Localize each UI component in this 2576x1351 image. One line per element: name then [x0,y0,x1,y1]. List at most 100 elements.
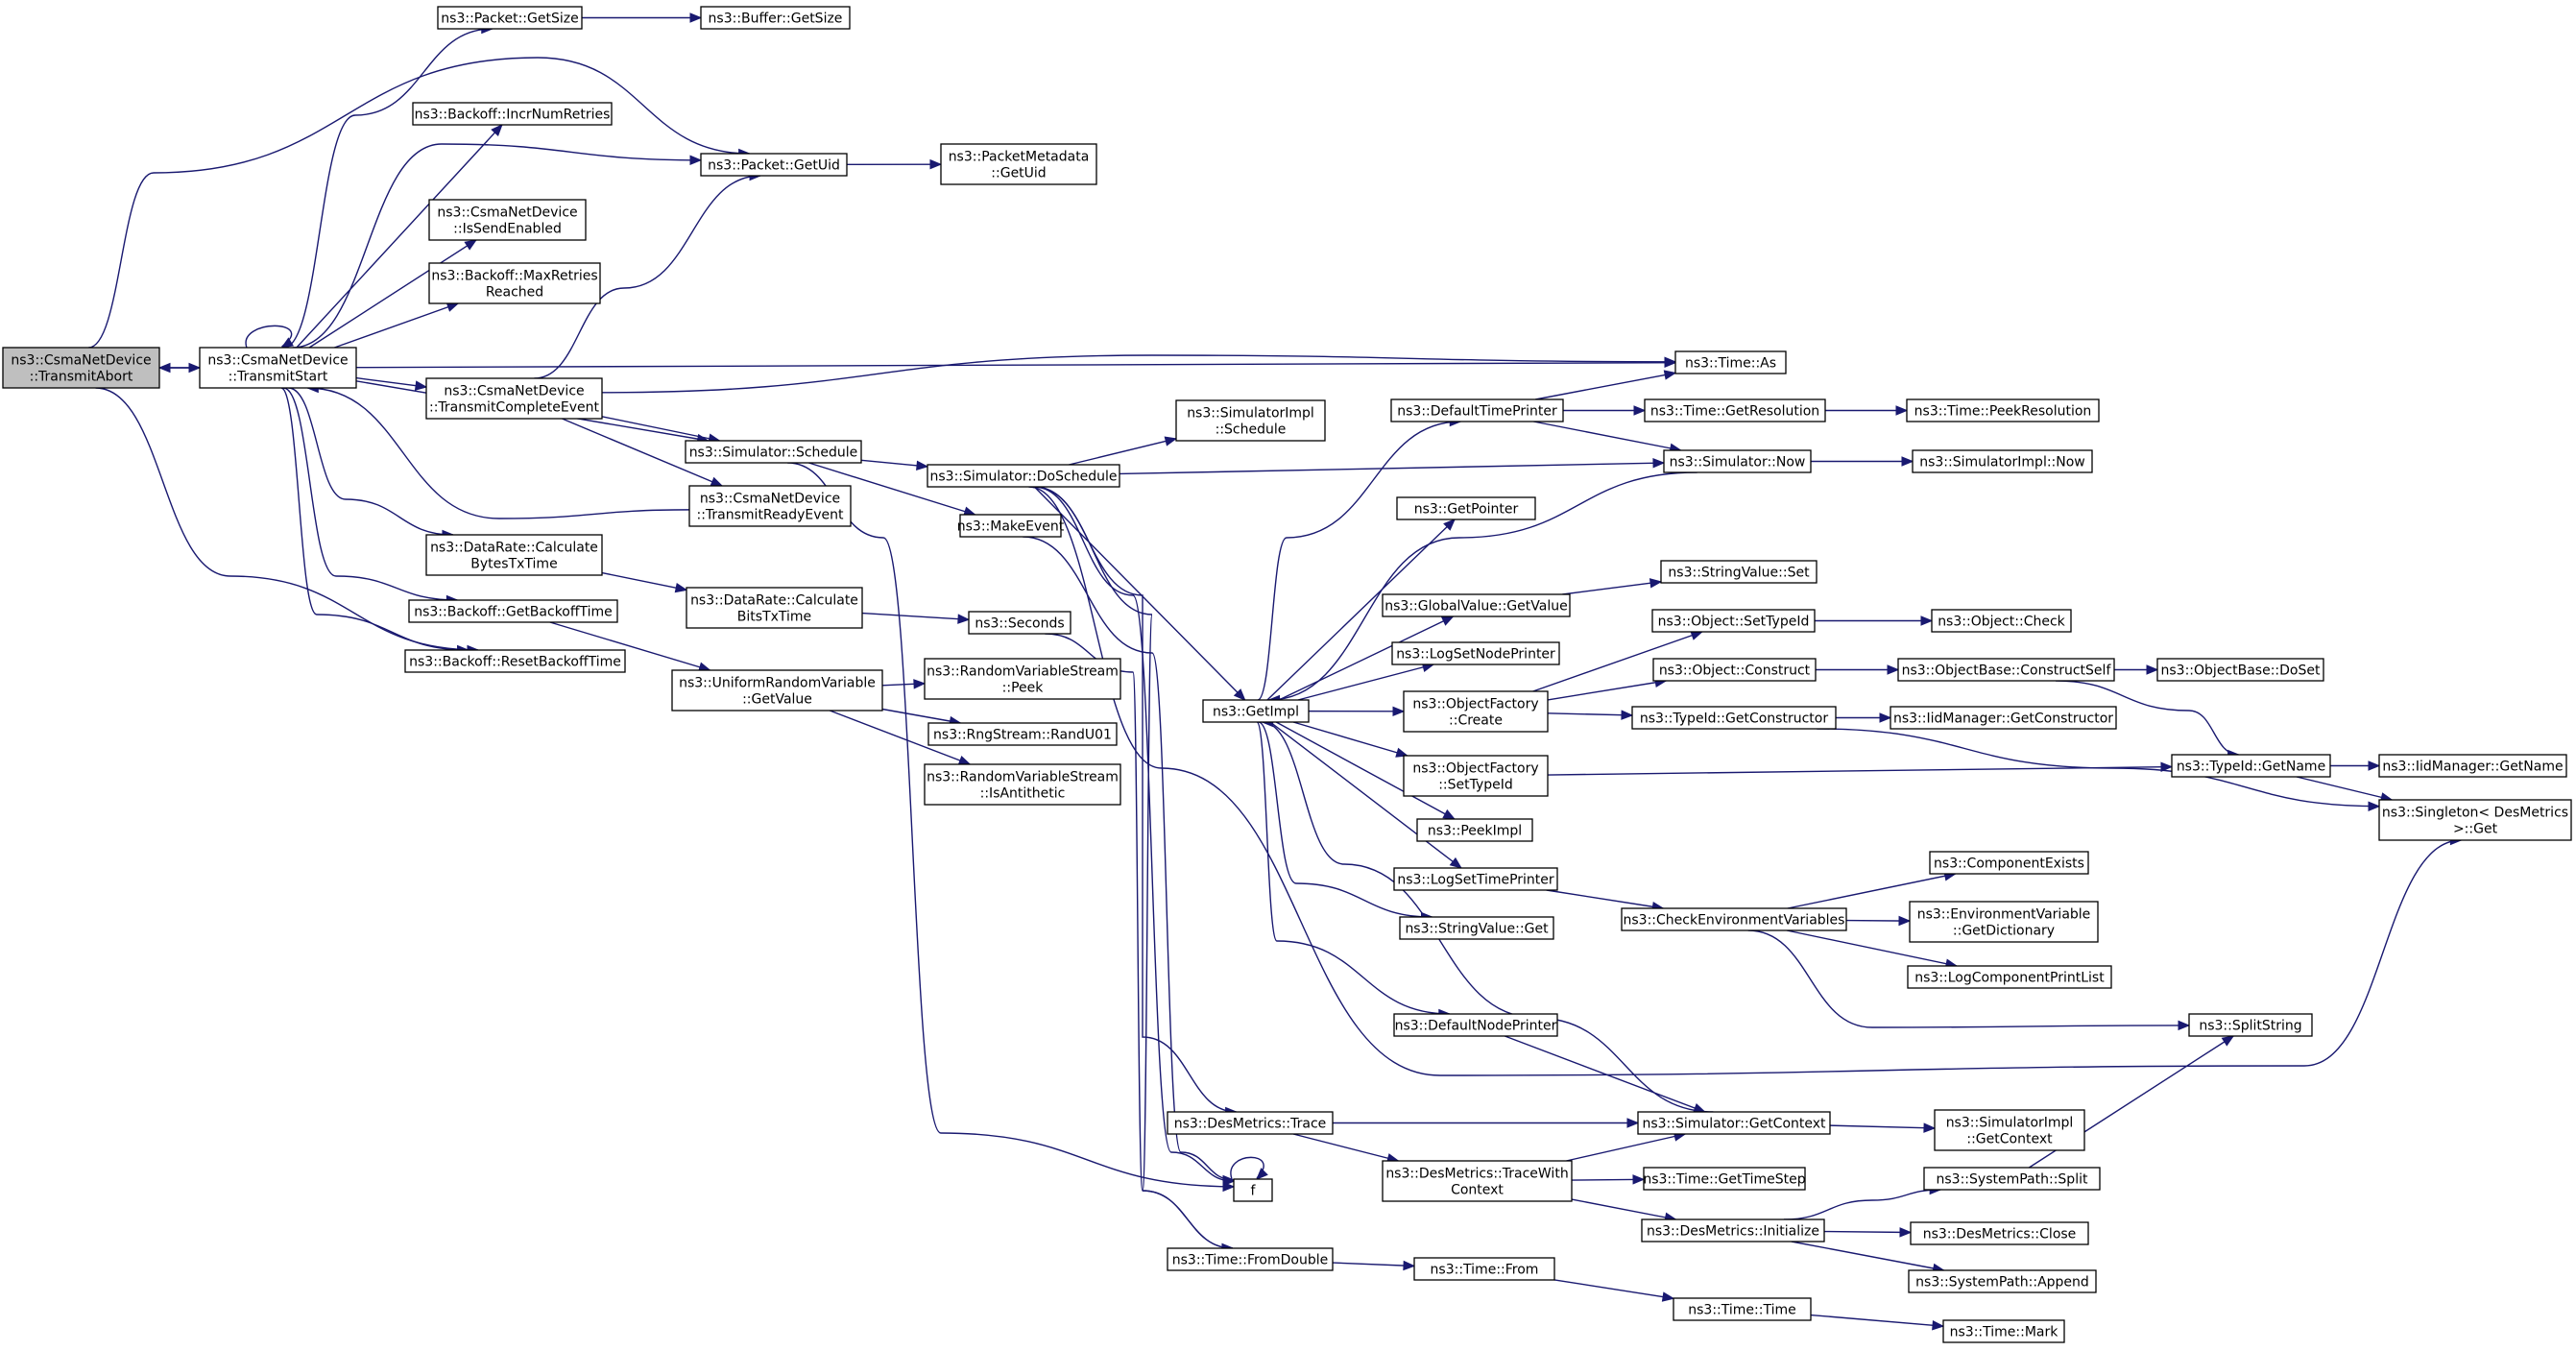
node-anti[interactable]: ns3::RandomVariableStream::IsAntithetic [924,763,1121,806]
node-dmtrace-box [1167,1111,1334,1135]
node-tgc[interactable]: ns3::TypeId::GetConstructor [1631,706,1837,730]
node-sched[interactable]: ns3::Simulator::Schedule [685,440,862,464]
node-ocheck[interactable]: ns3::Object::Check [1931,609,2072,633]
node-spapp[interactable]: ns3::SystemPath::Append [1908,1269,2097,1293]
edge-cbytes-to-cbits [601,571,688,593]
edge-dsched-to-getimpl [1033,486,1246,701]
node-ocons[interactable]: ns3::Object::Construct [1652,658,1817,682]
node-tstart[interactable]: ns3::CsmaNetDevice::TransmitStart [199,347,357,389]
node-spapp-box [1908,1269,2097,1293]
node-gbt[interactable]: ns3::Backoff::GetBackoffTime [408,599,618,623]
node-tready[interactable]: ns3::CsmaNetDevice::TransmitReadyEvent [688,485,852,527]
node-tfd[interactable]: ns3::Time::FromDouble [1167,1247,1334,1271]
node-makeev-box [959,514,1062,538]
node-issend[interactable]: ns3::CsmaNetDevice::IsSendEnabled [428,199,587,241]
node-getimpl[interactable]: ns3::GetImpl [1202,699,1310,723]
node-ofc[interactable]: ns3::ObjectFactory::Create [1403,690,1549,733]
node-tgn[interactable]: ns3::TypeId::GetName [2171,754,2331,778]
node-rvpeek[interactable]: ns3::RandomVariableStream::Peek [924,658,1121,700]
edge-ttime-to-tmark [1810,1314,1945,1331]
node-dtp-box [1390,398,1564,422]
node-dtp[interactable]: ns3::DefaultTimePrinter [1390,398,1564,422]
node-ttime[interactable]: ns3::Time::Time [1673,1297,1812,1321]
edge-tstart-to-maxret-arrowhead [445,302,460,312]
node-issend-box [428,199,587,241]
node-cbits-label-1: BitsTxTime [737,610,811,625]
node-obcs[interactable]: ns3::ObjectBase::ConstructSelf [1897,658,2115,682]
node-dnp[interactable]: ns3::DefaultNodePrinter [1393,1013,1558,1037]
node-tfrom[interactable]: ns3::Time::From [1413,1257,1555,1281]
node-secs[interactable]: ns3::Seconds [968,611,1071,635]
node-cev[interactable]: ns3::CheckEnvironmentVariables [1621,907,1847,931]
node-ostid[interactable]: ns3::Object::SetTypeId [1651,609,1816,633]
node-obds[interactable]: ns3::ObjectBase::DoSet [2156,658,2324,682]
node-pgetsize[interactable]: ns3::Packet::GetSize [437,6,583,30]
node-tas[interactable]: ns3::Time::As [1674,350,1787,374]
node-iign[interactable]: ns3::IidManager::GetName [2378,754,2567,778]
node-dmclose[interactable]: ns3::DesMetrics::Close [1910,1221,2089,1245]
node-dminit[interactable]: ns3::DesMetrics::Initialize [1641,1218,1825,1242]
node-lstp[interactable]: ns3::LogSetTimePrinter [1393,867,1558,891]
node-iigc[interactable]: ns3::IidManager::GetConstructor [1890,706,2117,730]
node-tmark[interactable]: ns3::Time::Mark [1942,1319,2065,1343]
edge-tstart-to-incr-arrowhead [491,124,503,137]
node-compex[interactable]: ns3::ComponentExists [1929,851,2089,875]
node-spsplit-label-0: ns3::SystemPath::Split [1937,1172,2088,1188]
node-abort[interactable]: ns3::CsmaNetDevice::TransmitAbort [2,347,160,389]
node-spsplit[interactable]: ns3::SystemPath::Split [1923,1167,2101,1191]
edge-dmtwc-to-sgctx [1566,1131,1687,1162]
node-peekimpl[interactable]: ns3::PeekImpl [1416,818,1533,842]
node-simisched[interactable]: ns3::SimulatorImpl::Schedule [1175,399,1326,442]
node-getptr[interactable]: ns3::GetPointer [1396,496,1536,520]
node-peekimpl-box [1416,818,1533,842]
node-tcomp[interactable]: ns3::CsmaNetDevice::TransmitCompleteEven… [425,377,603,420]
node-gvgv[interactable]: ns3::GlobalValue::GetValue [1382,593,1571,617]
node-cbits-label-0: ns3::DataRate::Calculate [690,593,858,609]
node-rbt[interactable]: ns3::Backoff::ResetBackoffTime [404,649,626,673]
node-urv[interactable]: ns3::UniformRandomVariable::GetValue [671,669,883,712]
node-lcpl[interactable]: ns3::LogComponentPrintList [1907,965,2112,989]
node-sgctx[interactable]: ns3::Simulator::GetContext [1637,1111,1831,1135]
node-peekres[interactable]: ns3::Time::PeekResolution [1906,398,2100,422]
node-compex-label-0: ns3::ComponentExists [1934,856,2084,872]
node-getres[interactable]: ns3::Time::GetResolution [1644,398,1826,422]
node-incr[interactable]: ns3::Backoff::IncrNumRetries [412,102,613,126]
node-snow[interactable]: ns3::Simulator::Now [1663,449,1812,473]
node-svget[interactable]: ns3::StringValue::Get [1399,916,1554,940]
node-lsnp-label-0: ns3::LogSetNodePrinter [1396,647,1555,663]
edge-tgc-to-iigc [1836,712,1892,723]
node-envdict[interactable]: ns3::EnvironmentVariable::GetDictionary [1909,901,2099,943]
node-obcs-box [1897,658,2115,682]
node-svset[interactable]: ns3::StringValue::Set [1660,560,1818,584]
node-cbytes-label-1: BytesTxTime [470,557,557,572]
edge-sgctx-to-sigctx [1829,1122,1937,1133]
node-bgetsize[interactable]: ns3::Buffer::GetSize [700,6,851,30]
node-rand[interactable]: ns3::RngStream::RandU01 [927,722,1118,746]
node-split[interactable]: ns3::SplitString [2188,1013,2313,1037]
node-ocons-box [1652,658,1817,682]
node-lsnp[interactable]: ns3::LogSetNodePrinter [1391,641,1560,665]
node-pmuid[interactable]: ns3::PacketMetadata::GetUid [940,143,1097,185]
edge-cev-to-envdict-arrowhead [1898,915,1912,927]
node-oftid[interactable]: ns3::ObjectFactory::SetTypeId [1403,755,1549,797]
node-tgts[interactable]: ns3::Time::GetTimeStep [1643,1167,1806,1191]
edge-urv-to-rvpeek [881,679,927,689]
node-dmtrace[interactable]: ns3::DesMetrics::Trace [1167,1111,1334,1135]
node-envdict-label-1: ::GetDictionary [1953,924,2055,939]
node-single[interactable]: ns3::Singleton< DesMetrics>::Get [2378,799,2572,841]
node-f[interactable]: f [1233,1178,1273,1202]
node-dsched[interactable]: ns3::Simulator::DoSchedule [927,464,1120,488]
node-sinow[interactable]: ns3::SimulatorImpl::Now [1912,449,2093,473]
edge-dtp-to-tas [1535,370,1677,400]
edge-getres-to-peekres-arrowhead [1895,405,1909,416]
node-ttime-label-0: ns3::Time::Time [1688,1303,1795,1318]
node-makeev[interactable]: ns3::MakeEvent [957,514,1065,538]
node-sigctx[interactable]: ns3::SimulatorImpl::GetContext [1934,1109,2085,1151]
node-puid[interactable]: ns3::Packet::GetUid [700,153,848,177]
edge-getimpl-to-peekimpl [1275,721,1457,820]
node-dmtwc-box [1382,1160,1573,1202]
